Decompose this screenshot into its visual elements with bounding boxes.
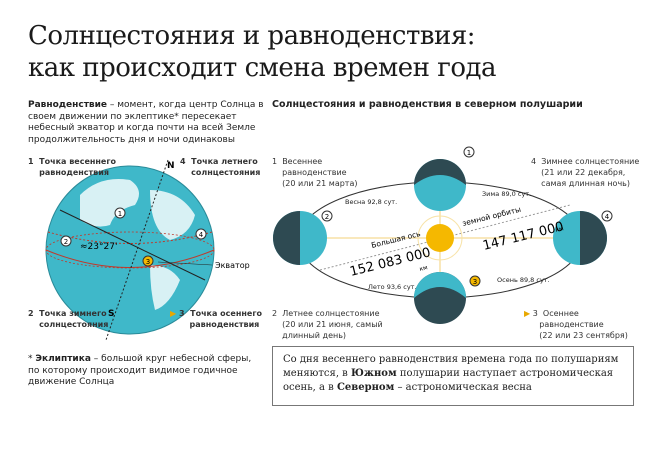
- point-1-label: 1 Точка весеннего равноденствия: [28, 156, 116, 178]
- equator-label: Экватор: [215, 261, 250, 270]
- line3: длинный день): [282, 331, 347, 340]
- marker-2: [60, 235, 72, 247]
- note-text: – астрономическая весна: [394, 382, 532, 393]
- num: 3: [532, 309, 538, 318]
- footnote-text: – большой круг небесной сферы, по которо…: [28, 354, 252, 387]
- orbit-marker-2: 2: [325, 213, 329, 221]
- earth-bottom: [414, 272, 466, 324]
- season-autumn: Осень 89,8 сут.: [497, 276, 550, 284]
- line2: солнцестояния: [39, 320, 109, 329]
- marker-4: [195, 228, 207, 240]
- num: 3: [178, 309, 185, 318]
- marker-3: [142, 255, 154, 267]
- km-near: км: [555, 225, 565, 234]
- definition-term: Равноденствие: [28, 100, 108, 110]
- event-4: 4 Зимнее солнцестояние (21 или 22 декабр…: [531, 156, 639, 189]
- orbit-marker-3: 3: [473, 278, 477, 286]
- km-far: км: [419, 264, 429, 273]
- ecliptic-line: [59, 209, 206, 281]
- marker-1-text: 1: [118, 210, 122, 218]
- num: 4: [180, 157, 186, 166]
- orbit-label: земной орбиты: [461, 205, 522, 228]
- equinox-definition: Равноденствие – момент, когда центр Солн…: [28, 100, 268, 146]
- orbit-subtitle: Солнцестояния и равноденствия в северном…: [272, 99, 583, 110]
- num: 2: [28, 309, 34, 318]
- season-summer: Лето 93,6 сут.: [368, 283, 417, 291]
- event-1: 1 Весеннее равноденствие (20 или 21 март…: [272, 156, 358, 189]
- num: 4: [531, 157, 537, 166]
- line2: равноденствие: [539, 320, 604, 329]
- point-2-label: 2 Точка зимнего солнцестояния: [28, 308, 108, 330]
- line1: Летнее солнцестояние: [282, 309, 380, 318]
- note-text: полушарии наступает астрономическая осен…: [283, 368, 614, 393]
- distance-near: 147 117 000: [481, 219, 565, 254]
- note-south: Южном: [350, 368, 397, 379]
- note-text: Со дня весеннего равноденствия времена г…: [283, 354, 619, 379]
- line1: Осеннее: [542, 309, 579, 318]
- line2: равноденствия: [189, 320, 260, 329]
- line2: (21 или 22 декабря,: [541, 168, 626, 177]
- line2: равноденствия: [39, 168, 109, 177]
- orbit-markers: 1 2 3 4: [321, 146, 613, 287]
- season-labels: Весна 92,8 сут. Зима 89,0 сут. Лето 93,6…: [345, 190, 550, 291]
- line3: (20 или 21 марта): [282, 179, 358, 188]
- num: 1: [272, 157, 278, 166]
- note-north: Северном: [336, 382, 395, 393]
- orbit-marker-4: 4: [605, 213, 610, 221]
- line3: (22 или 23 сентября): [539, 331, 628, 340]
- line1: Точка летнего: [191, 157, 258, 166]
- equator-line: [45, 249, 215, 268]
- earth-top: [414, 159, 466, 211]
- seasons-note: Со дня весеннего равноденствия времена г…: [272, 346, 634, 406]
- title-line-1: Солнцестояния и равноденствия:: [28, 21, 475, 51]
- sun: [426, 224, 454, 252]
- line2: (20 или 21 июня, самый: [282, 320, 383, 329]
- line1: Точка осеннего: [190, 309, 262, 318]
- point-3-label: ▶ 3 Точка осеннего равноденствия: [170, 308, 262, 330]
- continents: [80, 179, 195, 310]
- line2: солнцестояния: [191, 168, 261, 177]
- earth-right: [553, 211, 607, 265]
- num: 2: [272, 309, 278, 318]
- line1: Точка весеннего: [39, 157, 117, 166]
- globe-markers: 1 2 3 4: [60, 207, 207, 267]
- marker-3-text: 3: [146, 258, 150, 266]
- north-label: N: [167, 161, 175, 171]
- marker-1: [114, 207, 126, 219]
- pointer-icon: ▶: [524, 309, 531, 318]
- footnote-term: Эклиптика: [35, 354, 91, 364]
- celestial-globe: N S ≈23°27' Экватор 1 2 3 4: [45, 159, 250, 341]
- line2: равноденствие: [282, 168, 347, 177]
- marker-2-text: 2: [64, 238, 68, 246]
- event-2: 2 Летнее солнцестояние (20 или 21 июня, …: [272, 308, 383, 341]
- earth-left: [273, 211, 327, 265]
- line1: Точка зимнего: [39, 309, 107, 318]
- pointer-icon: ▶: [170, 309, 177, 318]
- definition-text: – момент, когда центр Солнца в своем дви…: [28, 100, 264, 145]
- axis-label: Большая ось: [370, 229, 421, 250]
- event-3: ▶ 3 Осеннее равноденствие (22 или 23 сен…: [524, 308, 628, 341]
- orbit-marker-1: 1: [467, 149, 471, 157]
- point-4-label: 4 Точка летнего солнцестояния: [180, 156, 260, 178]
- marker-4-text: 4: [199, 231, 204, 239]
- south-label: S: [108, 309, 114, 319]
- ecliptic-footnote: * Эклиптика – большой круг небесной сфер…: [28, 354, 252, 387]
- line1: Зимнее солнцестояние: [541, 157, 640, 166]
- page-title: Солнцестояния и равноденствия: как проис…: [28, 20, 497, 84]
- season-winter: Зима 89,0 сут.: [482, 190, 531, 198]
- line3: самая длинная ночь): [541, 179, 631, 188]
- num: 1: [28, 157, 34, 166]
- sun-halo: [417, 215, 463, 261]
- season-spring: Весна 92,8 сут.: [345, 198, 397, 206]
- distance-far: 152 083 000: [348, 245, 432, 280]
- equator-pointer: [157, 261, 213, 266]
- title-line-2: как происходит смена времен года: [28, 53, 497, 83]
- line1: Весеннее: [282, 157, 323, 166]
- angle-label: ≈23°27': [80, 242, 117, 252]
